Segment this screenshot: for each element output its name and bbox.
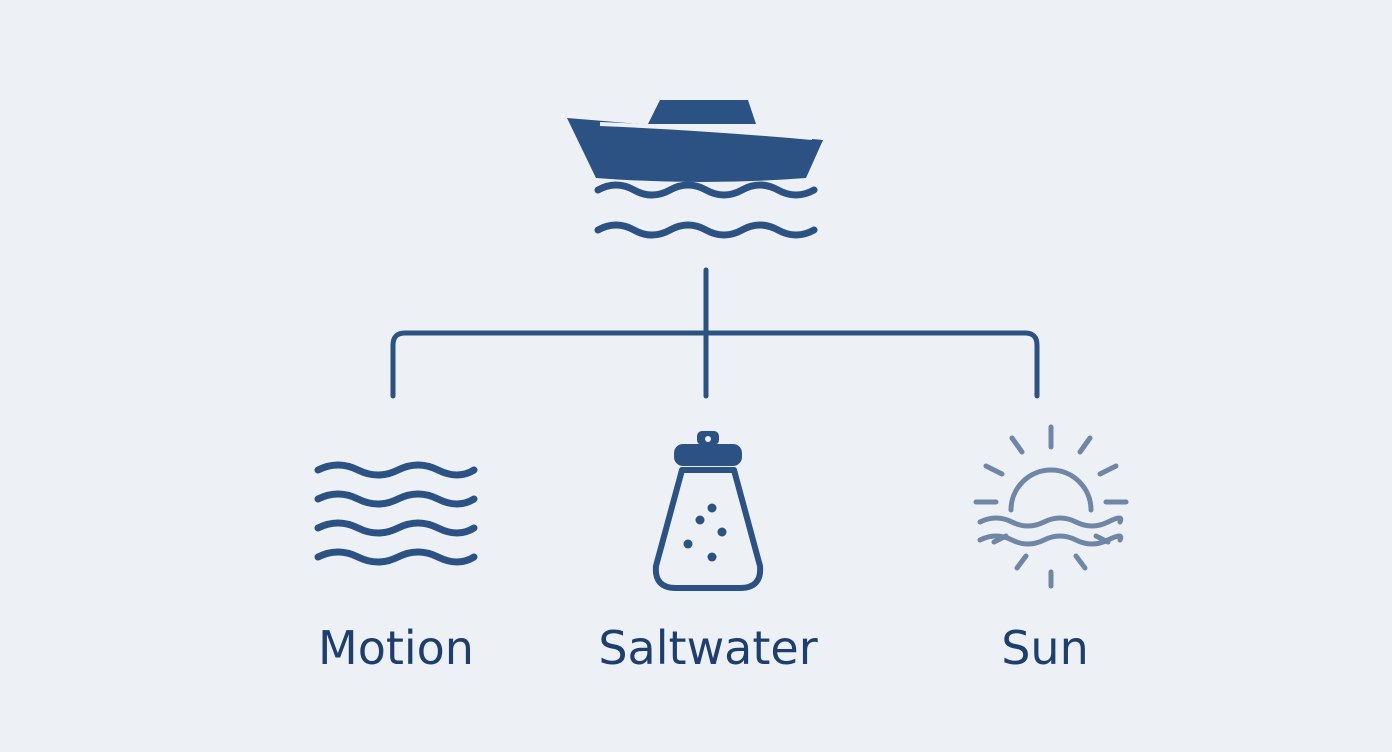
shaker-body	[652, 467, 764, 591]
sun-over-water-icon	[973, 424, 1129, 589]
shaker-cap	[674, 444, 742, 466]
motion-wave-1	[314, 461, 478, 479]
motion-wave-3	[314, 519, 478, 537]
sun-rays	[973, 424, 1129, 589]
boat-wave-2	[594, 221, 818, 239]
motion-wave-4	[314, 548, 478, 566]
label-sun: Sun	[1001, 621, 1089, 675]
salt-grains	[683, 503, 727, 562]
shaker-knob-hole	[705, 436, 711, 442]
label-motion: Motion	[318, 621, 474, 675]
boat-deck-line	[599, 122, 813, 140]
boat-on-waves-icon	[567, 100, 823, 239]
motion-wave-2	[314, 490, 478, 508]
sun-disc	[1008, 467, 1094, 513]
waves-icon	[314, 461, 478, 566]
label-saltwater: Saltwater	[598, 621, 818, 675]
sun-water-waves	[977, 515, 1124, 547]
salt-shaker-icon	[652, 431, 764, 591]
connector-bar	[390, 330, 1040, 399]
connector-lines	[390, 267, 1040, 399]
boat-hull	[567, 118, 823, 182]
boat-wave-1	[594, 181, 818, 199]
boat-cabin	[648, 100, 756, 124]
